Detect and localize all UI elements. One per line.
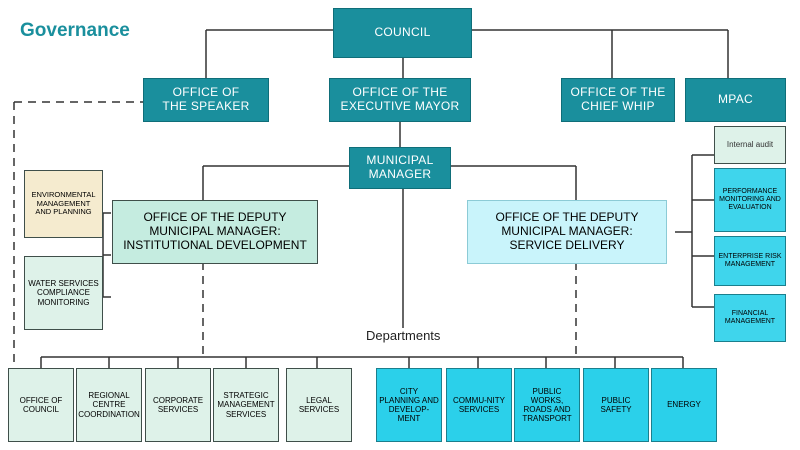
department-city-planning: CITY PLANNING AND DEVELOP-MENT — [376, 368, 442, 442]
internal-audit-box: Internal audit — [714, 126, 786, 164]
department-label: LEGAL SERVICES — [298, 395, 340, 414]
mayor-label: OFFICE OF THE EXECUTIVE MAYOR — [340, 85, 460, 113]
department-public-works: PUBLIC WORKS, ROADS AND TRANSPORT — [514, 368, 580, 442]
department-label: OFFICE OF COUNCIL — [19, 395, 63, 414]
departments-label: Departments — [364, 328, 443, 343]
department-label: ENERGY — [667, 400, 701, 410]
page-title: Governance — [20, 20, 130, 41]
water-unit-box: WATER SERVICES COMPLIANCE MONITORING — [24, 256, 103, 330]
department-energy: ENERGY — [651, 368, 717, 442]
department-office-of-council: OFFICE OF COUNCIL — [8, 368, 74, 442]
enterprise-risk-label: ENTERPRISE RISK MANAGEMENT — [718, 252, 782, 268]
department-label: PUBLIC SAFETY — [600, 395, 632, 414]
council-box: COUNCIL — [333, 8, 472, 58]
department-label: CORPORATE SERVICES — [152, 395, 204, 414]
mpac-box: MPAC — [685, 78, 786, 122]
mayor-box: OFFICE OF THE EXECUTIVE MAYOR — [329, 78, 471, 122]
whip-label: OFFICE OF THE CHIEF WHIP — [570, 85, 666, 113]
department-community-services: COMMU-NITY SERVICES — [446, 368, 512, 442]
performance-monitoring-label: PERFORMANCE MONITORING AND EVALUATION — [719, 187, 781, 212]
department-public-safety: PUBLIC SAFETY — [583, 368, 649, 442]
council-label: COUNCIL — [374, 25, 431, 40]
municipal-manager-box: MUNICIPAL MANAGER — [349, 147, 451, 189]
environmental-unit-label: ENVIRONMENTAL MANAGEMENT AND PLANNING — [31, 190, 96, 217]
department-strategic-management: STRATEGIC MANAGEMENT SERVICES — [213, 368, 279, 442]
water-unit-label: WATER SERVICES COMPLIANCE MONITORING — [28, 279, 99, 307]
enterprise-risk-box: ENTERPRISE RISK MANAGEMENT — [714, 236, 786, 286]
department-label: PUBLIC WORKS, ROADS AND TRANSPORT — [522, 386, 572, 424]
whip-box: OFFICE OF THE CHIEF WHIP — [561, 78, 675, 122]
internal-audit-label: Internal audit — [726, 140, 774, 150]
department-label: CITY PLANNING AND DEVELOP-MENT — [379, 386, 439, 424]
deputy-institutional-box: OFFICE OF THE DEPUTY MUNICIPAL MANAGER: … — [112, 200, 318, 264]
performance-monitoring-box: PERFORMANCE MONITORING AND EVALUATION — [714, 168, 786, 232]
department-label: COMMU-NITY SERVICES — [453, 395, 505, 414]
deputy-service-label: OFFICE OF THE DEPUTY MUNICIPAL MANAGER: … — [495, 210, 639, 252]
mpac-label: MPAC — [718, 92, 753, 107]
financial-management-label: FINANCIAL MANAGEMENT — [724, 309, 776, 325]
financial-management-box: FINANCIAL MANAGEMENT — [714, 294, 786, 342]
deputy-institutional-label: OFFICE OF THE DEPUTY MUNICIPAL MANAGER: … — [123, 210, 307, 252]
department-corporate-services: CORPORATE SERVICES — [145, 368, 211, 442]
speaker-box: OFFICE OF THE SPEAKER — [143, 78, 269, 122]
municipal-manager-label: MUNICIPAL MANAGER — [366, 153, 434, 181]
department-label: STRATEGIC MANAGEMENT SERVICES — [217, 391, 275, 419]
department-legal-services: LEGAL SERVICES — [286, 368, 352, 442]
speaker-label: OFFICE OF THE SPEAKER — [162, 85, 250, 113]
department-regional-centre: REGIONAL CENTRE COORDINATION — [76, 368, 142, 442]
deputy-service-box: OFFICE OF THE DEPUTY MUNICIPAL MANAGER: … — [467, 200, 667, 264]
department-label: REGIONAL CENTRE COORDINATION — [78, 391, 140, 419]
environmental-unit-box: ENVIRONMENTAL MANAGEMENT AND PLANNING — [24, 170, 103, 238]
